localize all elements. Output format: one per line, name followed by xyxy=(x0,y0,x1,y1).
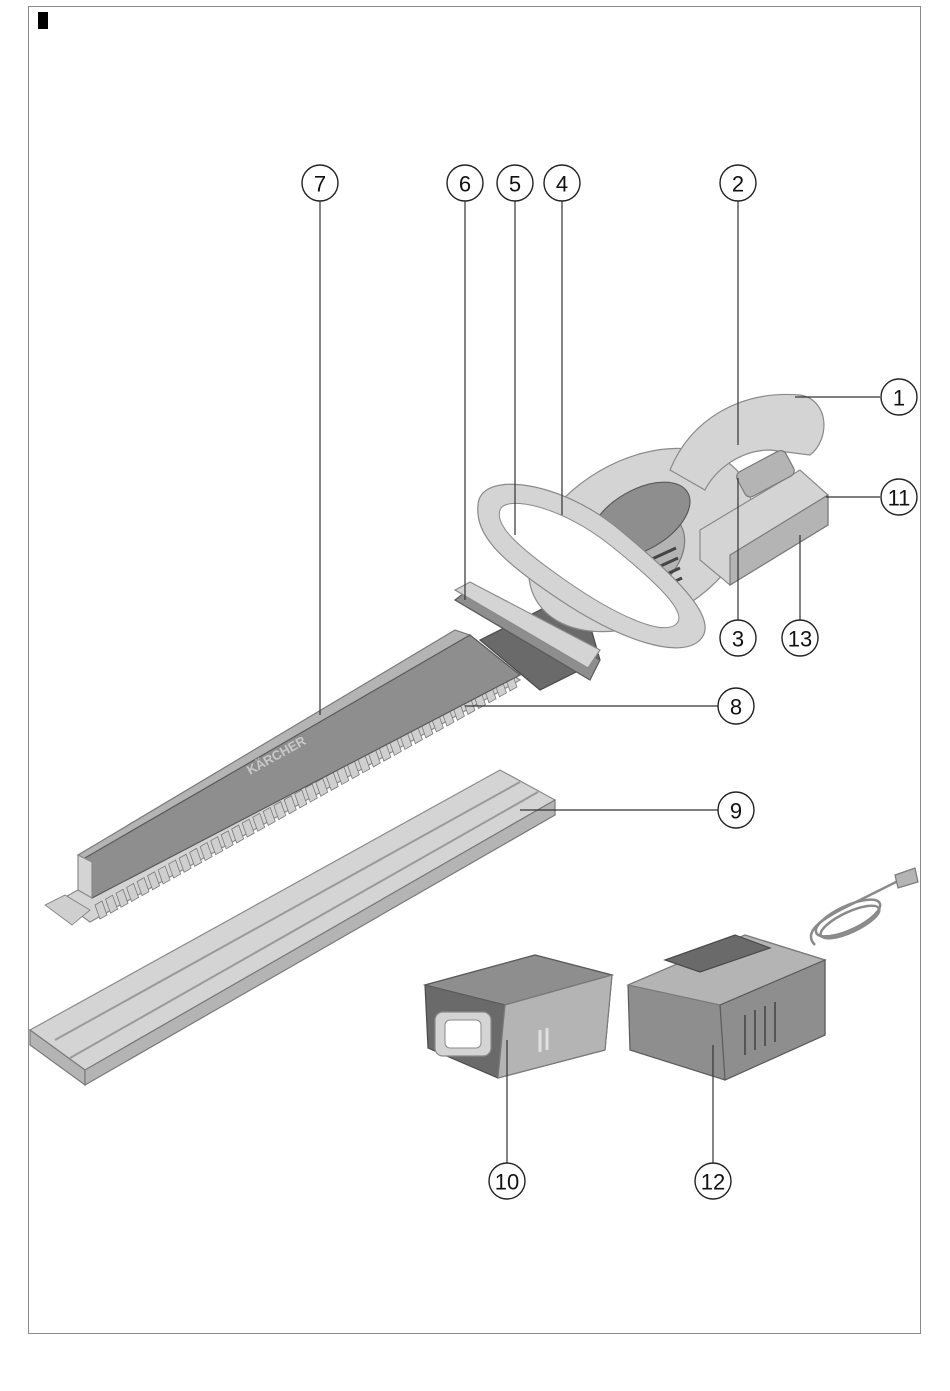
svg-text:12: 12 xyxy=(701,1170,725,1195)
trimmer-body xyxy=(455,394,828,690)
svg-text:4: 4 xyxy=(556,172,568,197)
callout-3: 3 xyxy=(720,620,756,656)
callout-1: 1 xyxy=(881,379,917,415)
callout-7: 7 xyxy=(302,165,338,201)
callout-5: 5 xyxy=(497,165,533,201)
battery-pack xyxy=(425,955,612,1078)
callout-4: 4 xyxy=(544,165,580,201)
svg-text:6: 6 xyxy=(459,172,471,197)
svg-text:7: 7 xyxy=(314,172,326,197)
callout-2: 2 xyxy=(720,165,756,201)
svg-text:8: 8 xyxy=(730,695,742,720)
callout-13: 13 xyxy=(782,620,818,656)
callout-6: 6 xyxy=(447,165,483,201)
svg-text:9: 9 xyxy=(730,799,742,824)
callout-10: 10 xyxy=(489,1163,525,1199)
svg-text:5: 5 xyxy=(509,172,521,197)
svg-text:11: 11 xyxy=(888,486,911,511)
svg-text:3: 3 xyxy=(732,627,744,652)
svg-text:1: 1 xyxy=(893,386,905,411)
svg-text:13: 13 xyxy=(788,627,812,652)
callout-9: 9 xyxy=(718,792,754,828)
callout-12: 12 xyxy=(695,1163,731,1199)
svg-text:2: 2 xyxy=(732,172,744,197)
callout-11: 11 xyxy=(881,479,917,515)
battery-charger xyxy=(628,868,918,1080)
svg-text:10: 10 xyxy=(495,1170,519,1195)
callout-8: 8 xyxy=(718,688,754,724)
